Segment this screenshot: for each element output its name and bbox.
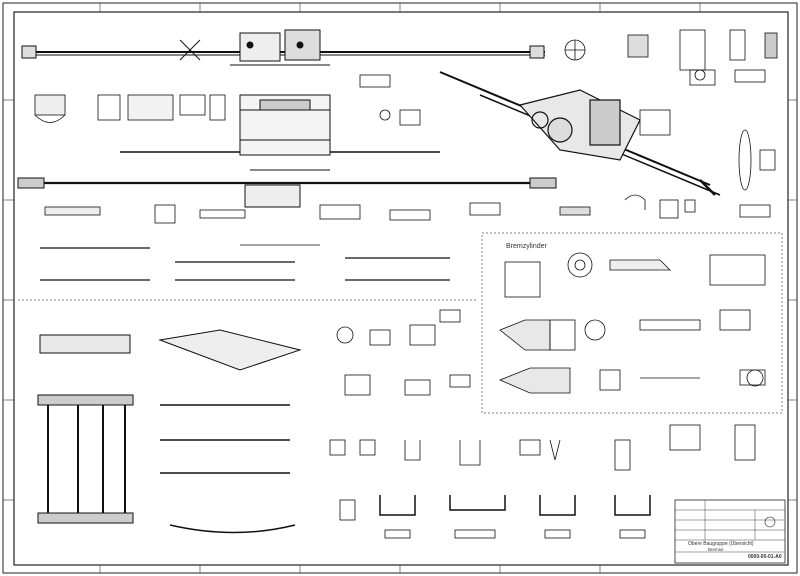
bottom-left-assemblies <box>37 329 302 534</box>
inner-frame <box>13 11 789 566</box>
title-block <box>674 499 786 564</box>
top-right-details <box>564 29 778 191</box>
bremzylinder-label: Bremzylinder <box>506 243 547 250</box>
zone-ticks <box>3 3 797 573</box>
title-block-row1: Obere Baugruppe (Übersicht) <box>688 541 754 547</box>
drawing-number: 0000-00-01-A0 <box>748 554 782 560</box>
projection-symbol <box>764 516 776 528</box>
top-rod-assembly <box>21 29 545 66</box>
middle-rod-assembly <box>17 94 557 208</box>
title-block-row2: Bremse <box>708 547 724 552</box>
upper-small-details <box>34 74 771 281</box>
isometric-assembly <box>439 71 721 196</box>
bottom-small-details <box>329 309 756 539</box>
bremzylinder-parts <box>498 252 766 394</box>
bremzylinder-detail-box <box>481 232 783 414</box>
